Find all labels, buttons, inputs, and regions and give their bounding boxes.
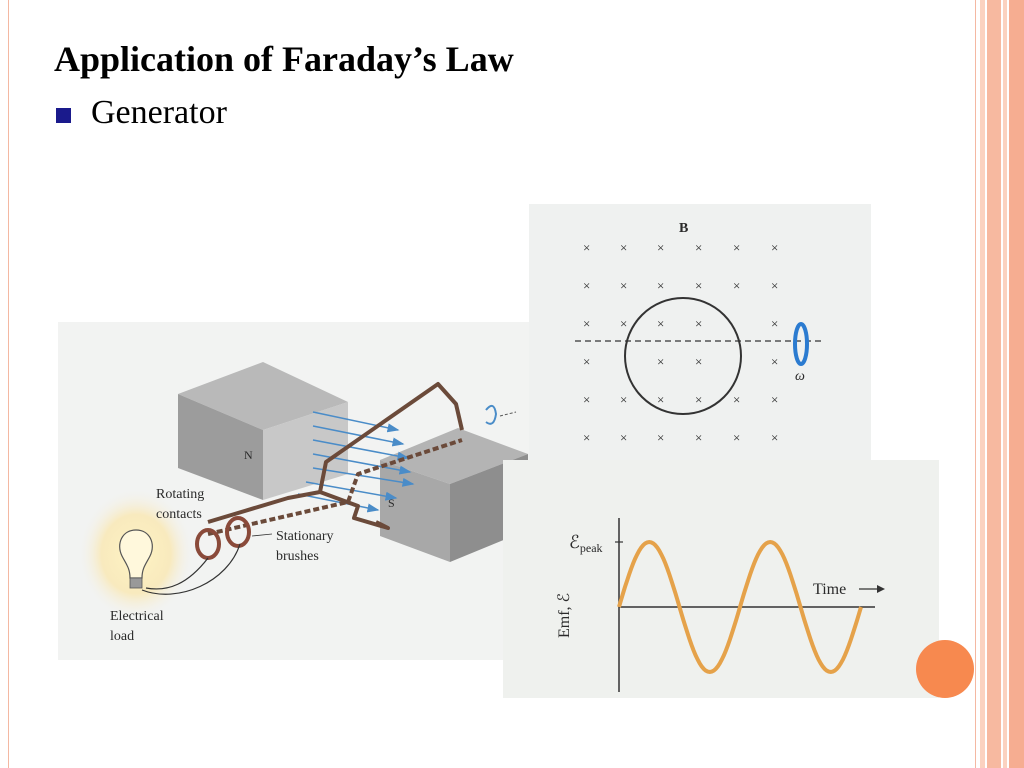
field-b-label: B [679, 221, 688, 236]
field-x-mark: × [733, 240, 740, 255]
field-x-mark: × [583, 316, 590, 331]
field-x-mark: × [657, 240, 664, 255]
field-x-mark: × [771, 240, 778, 255]
load-wires [141, 543, 241, 595]
field-loop-diagram: B × × × × × × × × × × × × × × × × × × × × × × × × × × × × × × × × × ω [529, 204, 871, 460]
field-x-marks: × × × × × × × × × × × × × × × × × × × × × × × × × × × × × × × × × [583, 240, 778, 445]
field-x-mark: × [583, 392, 590, 407]
field-x-mark: × [620, 392, 627, 407]
slide-title: Application of Faraday’s Law [54, 39, 514, 79]
stationary-label: Stationary [276, 529, 334, 544]
field-x-mark: × [620, 430, 627, 445]
north-magnet [178, 362, 348, 500]
border-stripe [1003, 0, 1007, 768]
load-label: load [110, 629, 134, 644]
field-x-mark: × [695, 354, 702, 369]
field-x-mark: × [771, 278, 778, 293]
field-x-mark: × [771, 316, 778, 331]
rotating-label: Rotating [156, 487, 204, 502]
omega-label: ω [795, 369, 805, 384]
peak-label: ℰpeak [569, 532, 603, 555]
square-bullet-icon [56, 107, 71, 123]
field-x-mark: × [771, 430, 778, 445]
north-pole-label: N [244, 448, 253, 462]
field-x-mark: × [771, 354, 778, 369]
field-x-mark: × [657, 354, 664, 369]
armature-loop [207, 382, 464, 530]
field-x-mark: × [695, 316, 702, 331]
field-x-mark: × [620, 316, 627, 331]
field-x-mark: × [695, 392, 702, 407]
rotating-contacts [195, 516, 251, 560]
south-pole-label: S [388, 496, 395, 510]
bullet-text: Generator [91, 94, 227, 131]
generator-illustration: N S [58, 322, 558, 660]
contacts-label: contacts [156, 507, 202, 522]
field-x-mark: × [733, 392, 740, 407]
field-x-mark: × [657, 430, 664, 445]
bullet-item: Generator [56, 94, 227, 132]
field-x-mark: × [695, 278, 702, 293]
field-x-mark: × [657, 316, 664, 331]
field-x-mark: × [695, 430, 702, 445]
field-x-mark: × [733, 278, 740, 293]
field-x-mark: × [695, 240, 702, 255]
field-x-mark: × [583, 354, 590, 369]
slide-frame [8, 0, 976, 768]
emf-sine-curve [617, 539, 863, 675]
rotation-axis [499, 411, 517, 417]
emf-axis-label: Emf, ℰ [556, 592, 573, 638]
brushes-label: brushes [276, 549, 319, 564]
omega-rotation-icon [793, 322, 809, 366]
conducting-loop [624, 297, 742, 415]
field-x-mark: × [620, 240, 627, 255]
field-x-mark: × [657, 278, 664, 293]
border-stripe [980, 0, 985, 768]
stationary-leader [251, 533, 273, 537]
decorative-accent-circle [916, 640, 974, 698]
time-axis-label: Time [813, 581, 846, 598]
light-bulb-icon [119, 529, 153, 589]
field-x-mark: × [583, 430, 590, 445]
field-x-mark: × [771, 392, 778, 407]
field-x-mark: × [733, 430, 740, 445]
border-stripe [987, 0, 1001, 768]
electrical-label: Electrical [110, 609, 164, 624]
rotation-indicator [485, 404, 498, 425]
field-x-mark: × [583, 278, 590, 293]
time-arrowhead [877, 585, 885, 593]
field-x-mark: × [583, 240, 590, 255]
field-x-mark: × [620, 278, 627, 293]
armature-loop-inner [207, 438, 463, 536]
border-stripe [1009, 0, 1024, 768]
emf-time-graph: ℰpeak Emf, ℰ Time [503, 460, 939, 698]
field-x-mark: × [657, 392, 664, 407]
